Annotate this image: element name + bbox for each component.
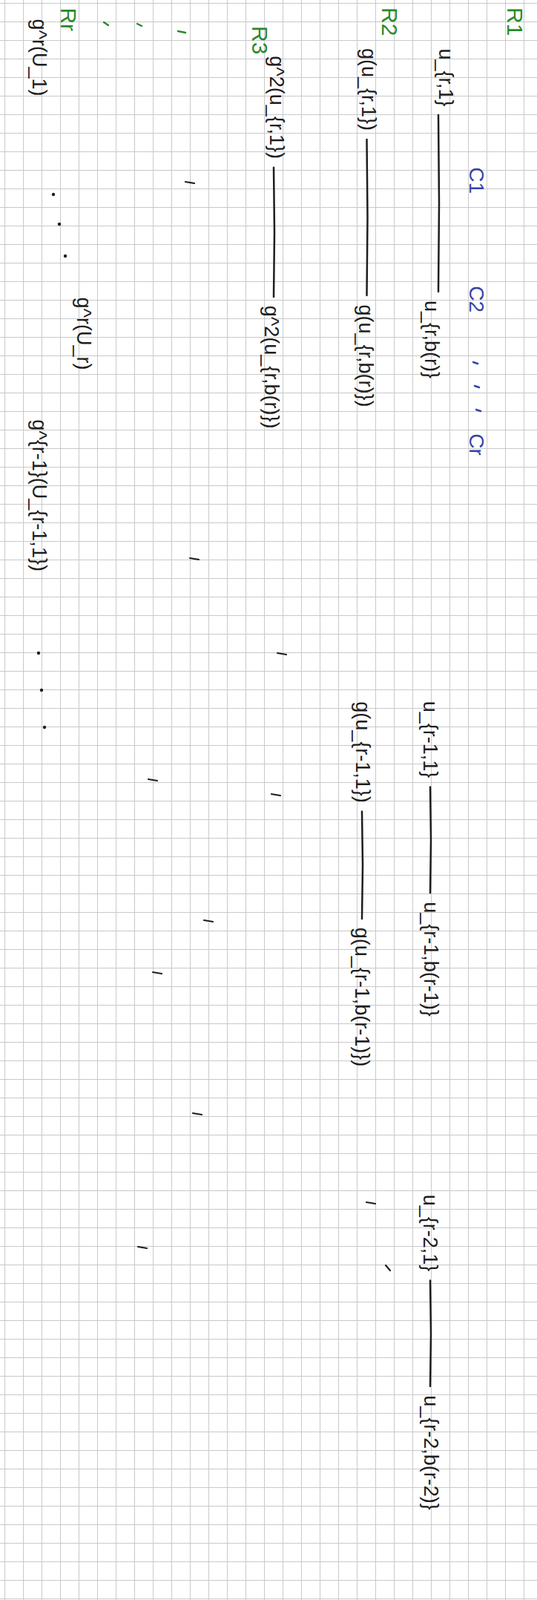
matrix-entry: g(u_{r-1,b(r-1)}): [350, 927, 374, 1067]
row-label: R3: [246, 25, 273, 55]
column-ellipsis: [473, 361, 481, 411]
matrix-entry: g^2(u_{r,1}): [264, 55, 288, 159]
matrix-entry: g(u_{r-1,1}): [350, 700, 374, 803]
matrix-entry: g(u_{r,1}): [356, 48, 380, 131]
dash-line: [430, 786, 431, 893]
matrix-entry: u_{r,b(r)}: [419, 300, 443, 379]
ellipsis-marks: [137, 181, 391, 1270]
dash-line: [438, 114, 440, 292]
matrix-entry: u_{r-2,1}: [418, 1194, 442, 1272]
column-label: C1: [464, 166, 489, 194]
matrix-entry: g^2(u_{r,b(r)}): [259, 305, 283, 429]
dash-line: [367, 139, 368, 296]
matrix-entry: g^r(U_1): [26, 18, 50, 96]
matrix-entry: g^{r-1}(U_{r-1,1}): [26, 419, 50, 572]
row-ellipsis: [103, 22, 186, 33]
matrix-entry: u_{r-1,1}: [418, 700, 442, 779]
column-label: Cr: [464, 433, 489, 456]
row-label: Rr: [55, 7, 82, 32]
matrix-entry: g(u_{r,b(r)}): [353, 304, 377, 407]
row-dashes: [273, 114, 440, 1386]
matrix-entry: g^r(U_r): [71, 296, 95, 370]
matrix-entry: u_{r-2,b(r-2)}: [418, 1394, 442, 1510]
column-label: C2: [464, 285, 489, 313]
matrix-entry: u_{r,1}: [433, 48, 457, 107]
row-label: R1: [502, 7, 529, 36]
dash-line: [361, 811, 363, 919]
matrix-entry: u_{r-1,b(r-1)}: [418, 901, 442, 1017]
dash-line: [273, 167, 275, 297]
dash-line: [430, 1280, 431, 1386]
row-label: R2: [376, 7, 403, 36]
